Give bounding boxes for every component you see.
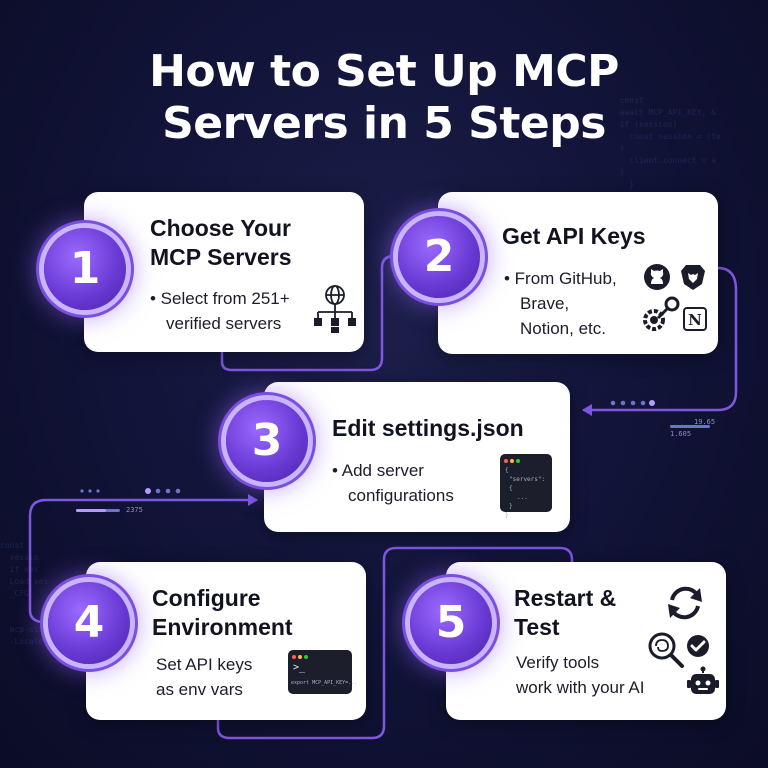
robot-icon — [687, 666, 719, 694]
step-4-description: Set API keys as env vars — [156, 652, 252, 702]
step-2-number-badge: 2 — [398, 216, 480, 298]
step-2-text-line-1: • From GitHub, — [504, 269, 617, 288]
step-4-text-line-2: as env vars — [156, 680, 243, 699]
step-5-title-line-2: Test — [514, 614, 560, 640]
step-1-text-line-2: verified servers — [166, 314, 282, 333]
github-icon — [644, 264, 670, 290]
code-lines: { "servers": { ... } } — [505, 466, 552, 520]
terminal-prompt: >_ — [293, 662, 306, 673]
code-line-4: } — [509, 503, 513, 510]
arrowhead-4 — [248, 494, 258, 506]
step-2-description: • From GitHub, Brave, Notion, etc. — [504, 266, 617, 341]
step-3-text-line-1: • Add server — [332, 461, 424, 480]
connector-1-2 — [220, 254, 402, 372]
step-2-title: Get API Keys — [502, 223, 646, 249]
settings-json-code-thumbnail: { "servers": { ... } } — [500, 454, 552, 519]
step-4-title-line-1: Configure — [152, 585, 261, 611]
step-4-number-badge: 4 — [48, 582, 130, 664]
connector-2-3 — [582, 266, 738, 412]
step-3-title: Edit settings.json — [332, 415, 524, 441]
step-3-card: Edit settings.json • Add server configur… — [264, 382, 570, 532]
step-3-description: • Add server configurations — [332, 458, 454, 508]
svg-text:N: N — [688, 311, 702, 329]
code-line-1: { — [505, 467, 509, 474]
tick-label-b: 1.605 — [670, 430, 692, 438]
window-dots — [504, 457, 522, 466]
terminal-window-dots — [292, 653, 310, 662]
step-5-text-line-1: Verify tools — [516, 653, 600, 672]
check-icon — [687, 635, 709, 657]
step-5-card: Restart & Test Verify tools work with yo… — [446, 562, 726, 720]
brain-search-icon — [648, 632, 684, 668]
code-line-3: ... — [517, 494, 528, 501]
connector-3-4 — [28, 498, 258, 624]
step-1-text-line-1: • Select from 251+ — [150, 289, 290, 308]
step-3-number-badge: 3 — [226, 400, 308, 482]
code-line-5: } — [505, 512, 509, 519]
step-1-description: • Select from 251+ verified servers — [150, 286, 290, 336]
tick-label-a: 19.65 — [694, 418, 716, 426]
step-5-description: Verify tools work with your AI — [516, 650, 645, 700]
step-4-title: Configure Environment — [152, 584, 293, 642]
page-title-line-2: Servers in 5 Steps — [162, 98, 606, 149]
step-5-title: Restart & Test — [514, 584, 616, 642]
step-5-number-badge: 5 — [410, 582, 492, 664]
step-4-title-line-2: Environment — [152, 614, 293, 640]
step-5-text-line-2: work with your AI — [516, 678, 645, 697]
key-gear-icon — [643, 296, 680, 331]
page-title-line-1: How to Set Up MCP — [149, 46, 619, 97]
terminal-icon: >_ export MCP_API_KEY=... — [288, 650, 357, 694]
globe-network-icon — [314, 285, 356, 333]
step-1-number-badge: 1 — [44, 228, 126, 310]
step-4-card: Configure Environment Set API keys as en… — [86, 562, 366, 720]
tick-label-c: 2375 — [126, 506, 143, 514]
step-2-text-line-2: Brave, — [520, 294, 570, 313]
arrowhead-2 — [392, 250, 400, 262]
notion-icon: N — [683, 307, 707, 331]
refresh-icon — [668, 586, 702, 620]
code-line-2: "servers": { — [509, 476, 546, 492]
step-1-card: Choose Your MCP Servers • Select from 25… — [84, 192, 364, 352]
step-2-card: Get API Keys • From GitHub, Brave, Notio… — [438, 192, 718, 354]
connector-4-5 — [216, 546, 574, 740]
arrowhead-3 — [582, 404, 592, 416]
step-2-text-line-3: Notion, etc. — [520, 319, 606, 338]
brave-lion-icon — [681, 265, 705, 290]
terminal-code-line: export MCP_API_KEY=... — [291, 680, 358, 686]
step-4-text-line-1: Set API keys — [156, 655, 253, 674]
step-1-title-line-1: Choose Your — [150, 215, 291, 241]
page-title: How to Set Up MCP Servers in 5 Steps — [0, 46, 768, 150]
step-1-title: Choose Your MCP Servers — [150, 214, 292, 272]
step-3-text-line-2: configurations — [348, 486, 454, 505]
step-5-title-line-1: Restart & — [514, 585, 617, 611]
step-1-title-line-2: MCP Servers — [150, 244, 292, 270]
